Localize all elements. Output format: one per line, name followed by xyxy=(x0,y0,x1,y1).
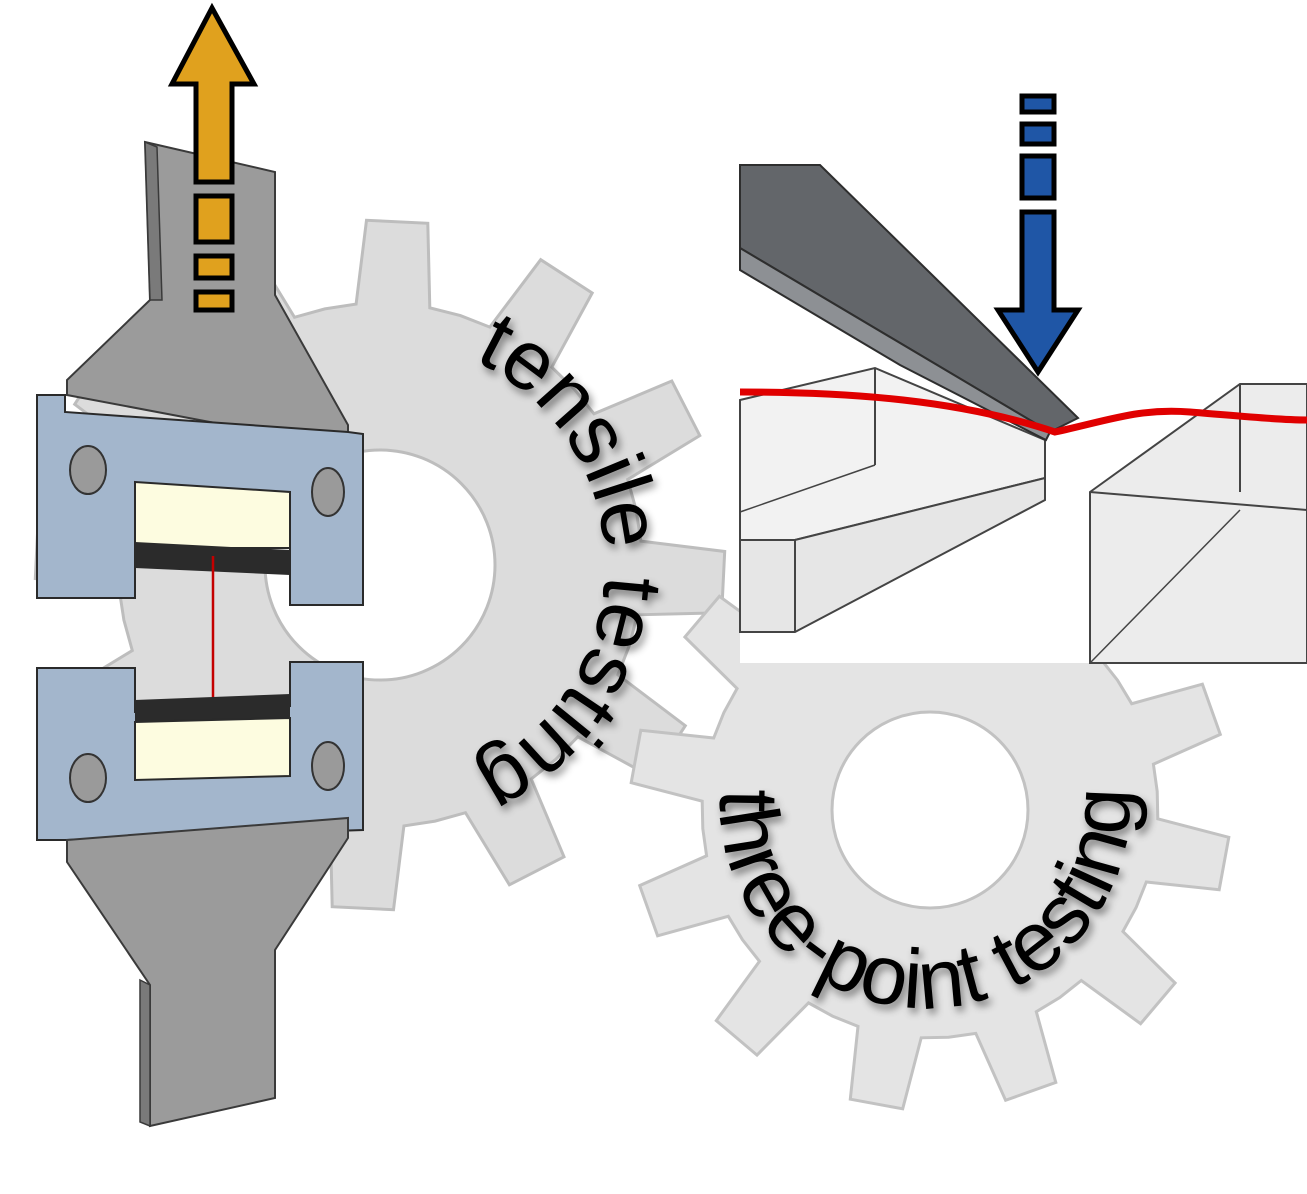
three-point-inset xyxy=(739,164,1307,664)
bending-fiber xyxy=(739,388,1307,436)
loading-blade-top xyxy=(739,164,1080,434)
right-support xyxy=(1089,383,1307,664)
lower-right-bolt xyxy=(311,741,345,791)
lower-pad-black xyxy=(135,694,290,722)
lower-jaw xyxy=(66,816,349,1128)
upper-right-bolt xyxy=(311,467,345,517)
arrow-down-icon xyxy=(993,93,1083,377)
loading-blade-edge xyxy=(739,246,1052,442)
upper-left-bolt xyxy=(69,445,107,495)
upper-pad-cream xyxy=(134,480,291,549)
lower-left-bolt xyxy=(69,753,107,803)
tensile-grip-assembly xyxy=(36,140,364,1128)
arrow-up-icon xyxy=(167,2,259,313)
lower-pad-cream xyxy=(134,716,291,782)
